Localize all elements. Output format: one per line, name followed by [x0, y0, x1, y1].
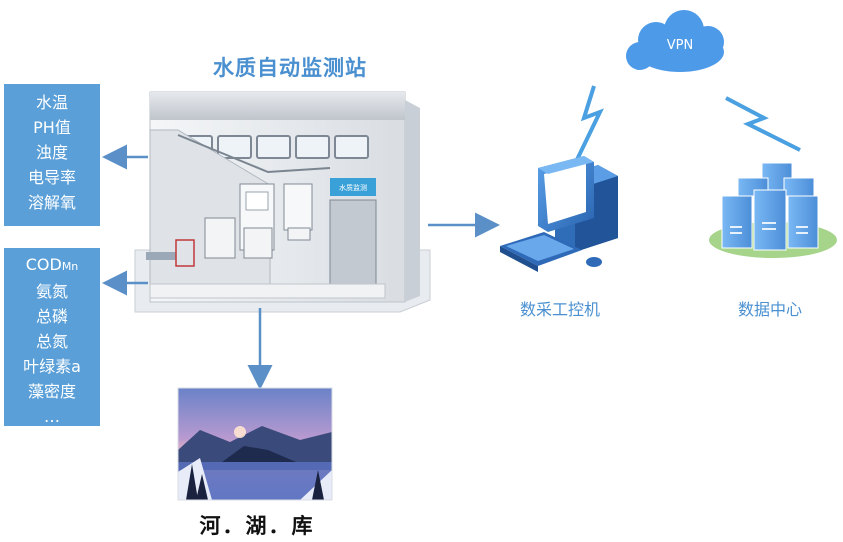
parameter-item: 浊度 [35, 143, 68, 162]
station-sign-text: 水质监测 [339, 183, 367, 192]
computer-label: 数采工控机 [519, 300, 600, 319]
datacenter-label: 数据中心 [737, 300, 802, 319]
parameter-group-basic: 水温 PH值 浊度 电导率 溶解氧 [4, 84, 100, 226]
parameter-item: 藻密度 [27, 382, 76, 401]
monitoring-station [134, 91, 431, 313]
lightning-bolt-icon [725, 96, 801, 152]
arrows [102, 144, 500, 390]
parameter-item-cod: CODMn [4, 252, 100, 279]
computer-icon [500, 156, 618, 272]
parameter-item: … [44, 407, 60, 426]
station-title: 水质自动监测站 [213, 56, 367, 80]
cod-sub: Mn [61, 260, 79, 273]
parameter-group-chemical: CODMn 氨氮 总磷 总氮 叶绿素a 藻密度 … [4, 248, 100, 426]
vpn-label: VPN [666, 38, 694, 53]
parameter-item: 氨氮 [35, 282, 68, 301]
parameter-item: PH值 [33, 118, 71, 137]
parameter-item: 水温 [35, 93, 68, 112]
parameter-item: 溶解氧 [27, 193, 76, 212]
vpn-cloud-icon [626, 10, 724, 72]
cod-main: COD [25, 255, 62, 274]
lake-label: 河．湖．库 [199, 514, 315, 538]
lake-photo [177, 387, 333, 501]
parameter-item: 叶绿素a [23, 357, 81, 376]
parameter-item: 总磷 [35, 307, 68, 326]
parameter-item: 总氮 [35, 332, 68, 351]
datacenter-icon [709, 162, 837, 258]
parameter-item: 电导率 [27, 168, 76, 187]
lightning-bolt-icon [570, 85, 604, 171]
